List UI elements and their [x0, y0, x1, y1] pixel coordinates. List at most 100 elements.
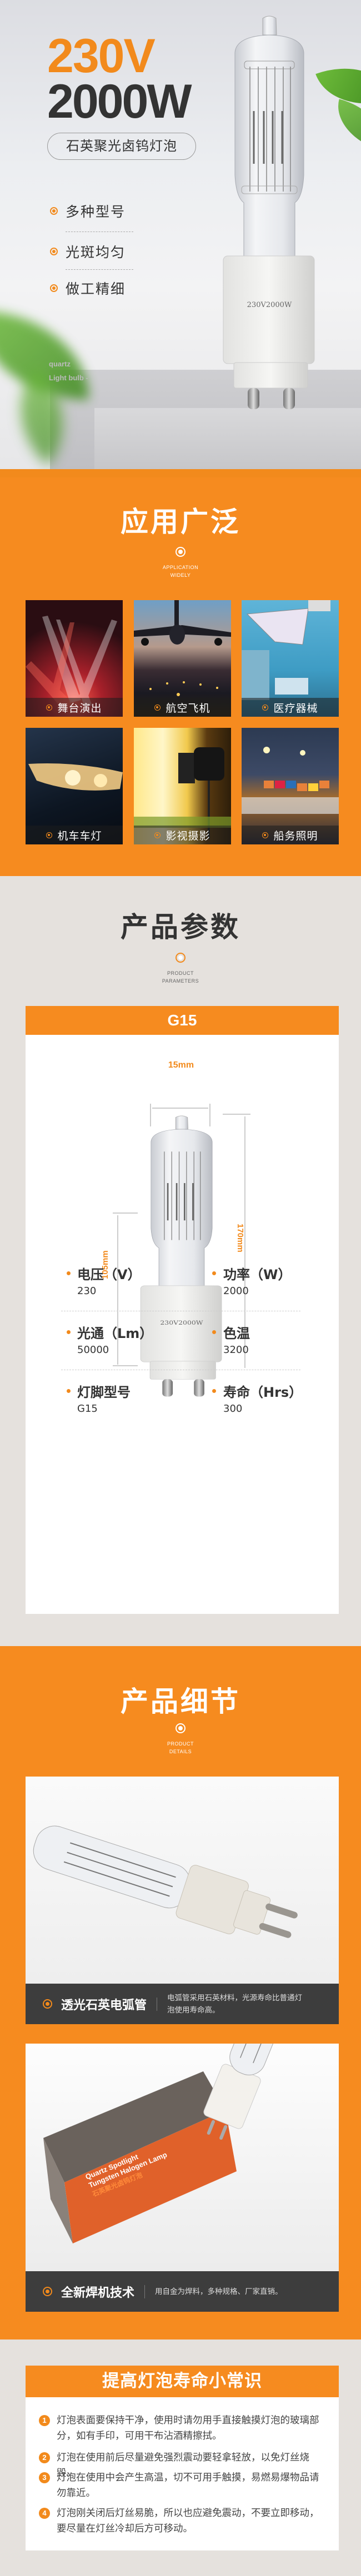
bullet-icon: [154, 832, 161, 838]
tile-caption: 影视摄影: [134, 826, 231, 844]
divider: [66, 269, 133, 270]
bullet-icon: [50, 248, 58, 255]
spec-value-voltage: 230: [77, 1285, 97, 1297]
lamp-box-image: Quartz Spotlight Tungsten Halogen Lamp 石…: [43, 2044, 302, 2243]
bullet-icon: [46, 832, 53, 838]
spec-value-power: 2000: [223, 1285, 249, 1297]
width-dimension-label: 15mm: [168, 1060, 194, 1070]
bulb-closeup-image: [33, 1825, 298, 1938]
total-height-label: 170mm: [235, 1224, 245, 1252]
number-badge-icon: 3: [39, 2472, 50, 2483]
detail-image-packaging: Quartz Spotlight Tungsten Halogen Lamp 石…: [26, 2044, 339, 2271]
number-badge-icon: 2: [39, 2452, 50, 2463]
detail-caption-title: 全新焊机技术: [61, 2286, 135, 2300]
halogen-bulb-image: 230V2000W: [223, 16, 315, 409]
spec-label-voltage: 电压（V）: [77, 1267, 141, 1282]
svg-text:230V2000W: 230V2000W: [160, 1320, 203, 1326]
application-tile-stage[interactable]: 舞台演出: [26, 600, 123, 717]
spec-value-color-temp: 3200: [223, 1344, 249, 1356]
target-icon: [176, 953, 185, 963]
number-badge-icon: 1: [39, 2415, 50, 2426]
model-header: G15: [26, 1006, 339, 1035]
detail-caption-bar: 透光石英电弧管 电弧管采用石英材料，光源寿命比普通灯泡使用寿命高。: [26, 1984, 339, 2024]
application-tile-medical[interactable]: 医疗器械: [242, 600, 339, 717]
spec-label-lifetime: 寿命（Hrs）: [223, 1385, 303, 1400]
tips-header: 提高灯泡寿命小常识: [26, 2366, 339, 2397]
target-icon: [176, 547, 185, 557]
spec-label-color-temp: 色温: [223, 1326, 250, 1341]
detail-caption-bar: 全新焊机技术 用自金为焊料，多种规格、厂家直销。: [26, 2271, 339, 2312]
feature-item: 多种型号: [50, 200, 139, 222]
target-icon: [176, 1723, 185, 1733]
application-tile-aviation[interactable]: 航空飞机: [134, 600, 231, 717]
bullet-icon: [262, 704, 269, 711]
spec-label-power: 功率（W）: [223, 1267, 292, 1282]
spec-value-base-type: G15: [77, 1403, 98, 1415]
feature-item: 光斑均匀: [50, 240, 139, 263]
divider: [144, 2285, 146, 2298]
film-light-icon: [134, 747, 231, 839]
hero-banner: 230V 2000W 石英聚光卤钨灯泡 多种型号 光斑均匀 做工精细 quart…: [0, 0, 361, 477]
tile-caption: 医疗器械: [242, 698, 339, 717]
bullet-icon: [43, 1999, 52, 2009]
headlight-icon: [28, 763, 123, 791]
bullet-icon: [67, 1271, 71, 1275]
bullet-icon: [262, 832, 269, 838]
application-tile-ship[interactable]: 船务照明: [242, 728, 339, 844]
detail-caption-title: 透光石英电弧管: [61, 1998, 147, 2012]
spec-label-base-type: 灯脚型号: [77, 1385, 131, 1400]
bullet-icon: [46, 704, 53, 711]
product-name-pill: 石英聚光卤钨灯泡: [47, 133, 196, 160]
bullet-icon: [212, 1389, 216, 1393]
leaf-decoration: [329, 99, 361, 151]
voltage-heading: 230V: [47, 29, 156, 83]
tile-caption: 舞台演出: [26, 698, 123, 717]
detail-image-quartz-tube: [26, 1777, 339, 1984]
dimension-lines: [113, 1104, 250, 1368]
bullet-icon: [154, 704, 161, 711]
airplane-icon: [134, 600, 231, 696]
bullet-icon: [212, 1271, 216, 1275]
detail-caption-desc: 电弧管采用石英材料，光源寿命比普通灯泡使用寿命高。: [167, 1993, 303, 2015]
section-title: 产品细节: [121, 1686, 240, 1717]
power-heading: 2000W: [47, 75, 192, 128]
application-tile-car[interactable]: 机车车灯: [26, 728, 123, 844]
bulb-dimension-image: 230V2000W: [140, 1115, 222, 1397]
feature-item: 做工精细: [50, 277, 139, 299]
bulb-label: 230V2000W: [247, 301, 292, 309]
tile-caption: 船务照明: [242, 826, 339, 844]
surgical-lamp-icon: [242, 600, 330, 700]
bullet-icon: [67, 1389, 71, 1393]
accent-bar: [0, 469, 361, 477]
display-platform-front: [94, 408, 361, 477]
bullet-icon: [67, 1330, 71, 1334]
spec-value-luminous-flux: 50000: [77, 1344, 109, 1356]
section-title: 应用广泛: [121, 506, 240, 537]
tile-caption: 航空飞机: [134, 698, 231, 717]
spec-value-lifetime: 300: [223, 1403, 243, 1415]
spec-card: 15mm 170mm 105mm 230V2000W 电压（V） 230 功率（…: [26, 1035, 339, 1614]
spec-label-luminous-flux: 光通（Lm）: [77, 1326, 153, 1341]
number-badge-icon: 4: [39, 2508, 50, 2519]
bullet-icon: [43, 2287, 52, 2296]
detail-caption-desc: 用自金为焊料，多种规格、厂家直销。: [155, 2287, 283, 2296]
tips-card: [26, 2397, 339, 2550]
application-tile-film[interactable]: 影视摄影: [134, 728, 231, 844]
bullet-icon: [50, 284, 58, 292]
section-title: 产品参数: [121, 912, 240, 943]
bullet-icon: [50, 207, 58, 215]
cargo-ship-icon: [242, 747, 339, 814]
tile-caption: 机车车灯: [26, 826, 123, 844]
